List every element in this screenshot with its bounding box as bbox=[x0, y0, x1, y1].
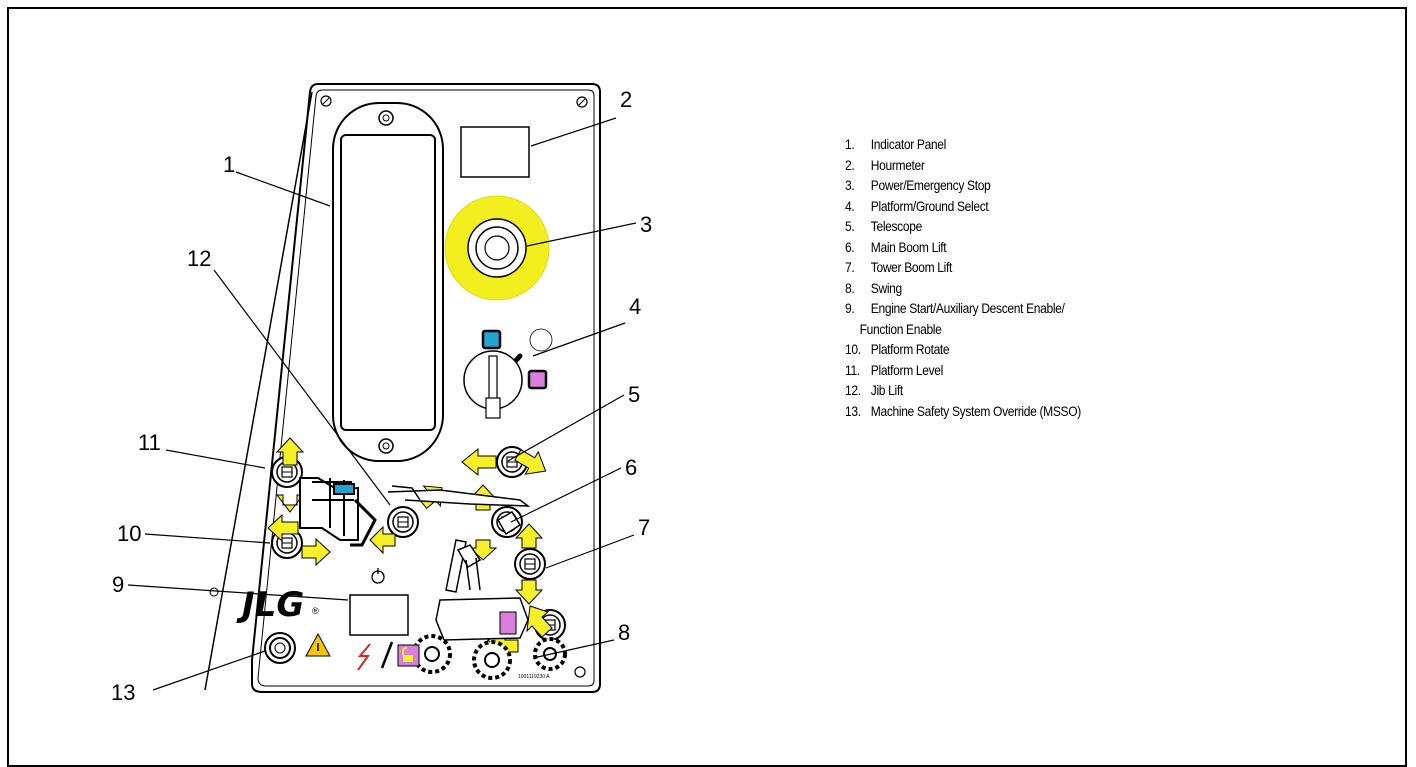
indicator-panel bbox=[332, 102, 444, 462]
msso-button bbox=[264, 632, 296, 664]
emergency-stop-button bbox=[444, 195, 550, 301]
boom-lift-illustration-icon bbox=[299, 477, 567, 680]
callout-9: 9 bbox=[112, 572, 124, 597]
legend-item: 13.Machine Safety System Override (MSSO) bbox=[845, 402, 1081, 419]
callout-6: 6 bbox=[625, 455, 637, 480]
platform-rotate-arrows bbox=[267, 513, 331, 567]
panel-edge-line bbox=[204, 91, 313, 691]
panel-inner-outline bbox=[257, 89, 595, 687]
callout-7: 7 bbox=[638, 515, 650, 540]
registered-mark: ® bbox=[312, 606, 319, 616]
legend-item: 1.Indicator Panel bbox=[845, 136, 946, 152]
legend-item: 3.Power/Emergency Stop bbox=[845, 177, 991, 193]
control-panel-diagram: JLG ® 1001119230 A 1 2 3 4 5 6 7 bbox=[111, 83, 652, 705]
jlg-logo-text: JLG bbox=[236, 585, 304, 625]
part-number: 1001119230 A bbox=[518, 674, 550, 680]
engine-start-switch-box bbox=[349, 594, 409, 636]
legend-item: 7.Tower Boom Lift bbox=[845, 259, 952, 275]
callout-4: 4 bbox=[629, 294, 641, 319]
ignition-icon bbox=[371, 568, 385, 584]
legend-item: 10.Platform Rotate bbox=[845, 341, 950, 357]
callout-12: 12 bbox=[187, 246, 211, 271]
legend-item-continuation: Function Enable bbox=[859, 320, 942, 337]
callout-2: 2 bbox=[620, 87, 632, 112]
screw-icon bbox=[209, 95, 588, 678]
callout-11: 11 bbox=[138, 430, 161, 455]
legend-item: 4.Platform/Ground Select bbox=[845, 197, 989, 214]
jib-lift-switch[interactable] bbox=[387, 506, 419, 538]
legend-item: 6.Main Boom Lift bbox=[845, 238, 947, 255]
slash bbox=[380, 641, 394, 669]
leader-lines bbox=[127, 117, 637, 691]
callout-labels: 1 2 3 4 5 6 7 8 9 10 11 12 13 bbox=[111, 87, 652, 705]
callout-5: 5 bbox=[628, 382, 640, 407]
panel-outline bbox=[251, 83, 601, 693]
legend-item: 12.Jib Lift bbox=[845, 382, 903, 398]
legend-item: 2.Hourmeter bbox=[845, 156, 925, 173]
legend-item: 9.Engine Start/Auxiliary Descent Enable/ bbox=[845, 300, 1065, 316]
legend-item: 11.Platform Level bbox=[845, 361, 943, 378]
hourmeter bbox=[460, 126, 530, 178]
callout-10: 10 bbox=[117, 521, 141, 546]
legend-list: 1.Indicator Panel 2.Hourmeter 3.Power/Em… bbox=[845, 134, 1081, 421]
tower-boom-lift-arrows bbox=[514, 523, 544, 605]
callout-3: 3 bbox=[640, 212, 652, 237]
key-icon bbox=[463, 328, 553, 419]
lightning-icon bbox=[357, 643, 371, 671]
tower-boom-lift-switch[interactable] bbox=[514, 548, 546, 580]
legend-item: 5.Telescope bbox=[845, 218, 922, 234]
warning-triangle-icon bbox=[305, 632, 331, 657]
legend-item: 8.Swing bbox=[845, 279, 902, 296]
callout-1: 1 bbox=[223, 152, 235, 177]
lock-icon bbox=[397, 644, 420, 667]
callout-8: 8 bbox=[618, 620, 630, 645]
callout-13: 13 bbox=[111, 680, 135, 705]
jlg-logo-icon: JLG ® bbox=[236, 585, 319, 625]
